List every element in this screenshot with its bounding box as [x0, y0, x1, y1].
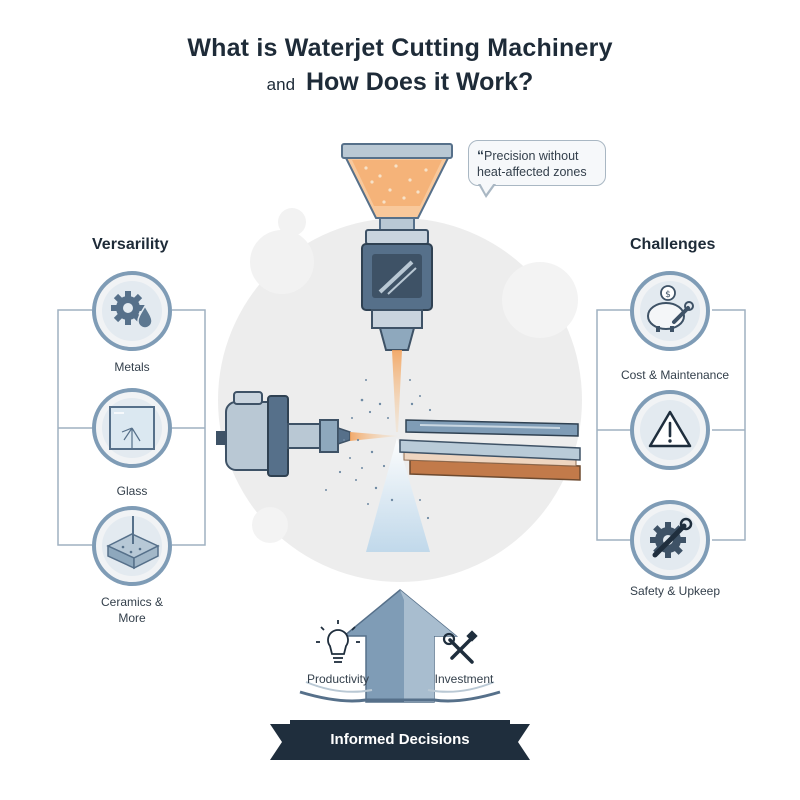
- spray-cone: [366, 438, 430, 552]
- svg-text:$: $: [665, 290, 671, 300]
- page-title: What is Waterjet Cutting Machinery: [187, 34, 613, 62]
- label-cost-maintenance: Cost & Maintenance: [620, 368, 730, 382]
- spray-particles: [325, 379, 432, 520]
- ceramic-block-icon: [92, 506, 172, 586]
- background-circles: [218, 208, 582, 582]
- material-plates: [399, 419, 581, 481]
- horizontal-jet: [350, 432, 398, 441]
- precision-callout: “Precision without heat-affected zones: [468, 140, 606, 186]
- versatility-title: Versarility: [92, 236, 169, 253]
- page-subtitle: and How Does it Work?: [0, 68, 800, 97]
- subtitle-main: How Does it Work?: [305, 68, 534, 96]
- gear-droplet-icon: [92, 271, 172, 351]
- side-jet-unit: [216, 391, 351, 477]
- decision-banner: [270, 720, 530, 760]
- vertical-jet: [392, 350, 402, 432]
- label-ceramics-line-2: More: [118, 611, 146, 625]
- callout-line-2: heat-affected zones: [477, 165, 587, 179]
- label-ceramics: Ceramics & More: [82, 594, 182, 626]
- tools-icon: [442, 630, 478, 664]
- callout-line-1: Precision without: [484, 149, 579, 163]
- callout-tail-inner: [480, 183, 494, 194]
- label-investment: Investment: [434, 672, 494, 686]
- label-productivity: Productivity: [306, 672, 370, 686]
- warning-triangle-icon: [630, 390, 710, 470]
- label-ceramics-line-1: Ceramics &: [100, 595, 163, 609]
- quote-mark: “: [477, 147, 484, 163]
- lightbulb-icon: [316, 620, 360, 663]
- label-safety-upkeep: Safety & Upkeep: [629, 584, 721, 598]
- label-metals: Metals: [114, 360, 150, 374]
- label-glass: Glass: [116, 484, 148, 498]
- versatility-bracket: [57, 309, 206, 546]
- gear-wrench-icon: [630, 500, 710, 580]
- subtitle-and: and: [266, 75, 296, 94]
- piggy-bank-wrench-icon: $: [630, 271, 710, 351]
- challenges-title: Challenges: [630, 236, 716, 253]
- challenges-bracket: [596, 309, 746, 541]
- banner-label: Informed Decisions: [330, 731, 470, 748]
- balance-arrow: [299, 589, 501, 703]
- cutting-head: [361, 229, 433, 351]
- glass-pane-icon: [92, 388, 172, 468]
- abrasive-hopper: [341, 143, 453, 231]
